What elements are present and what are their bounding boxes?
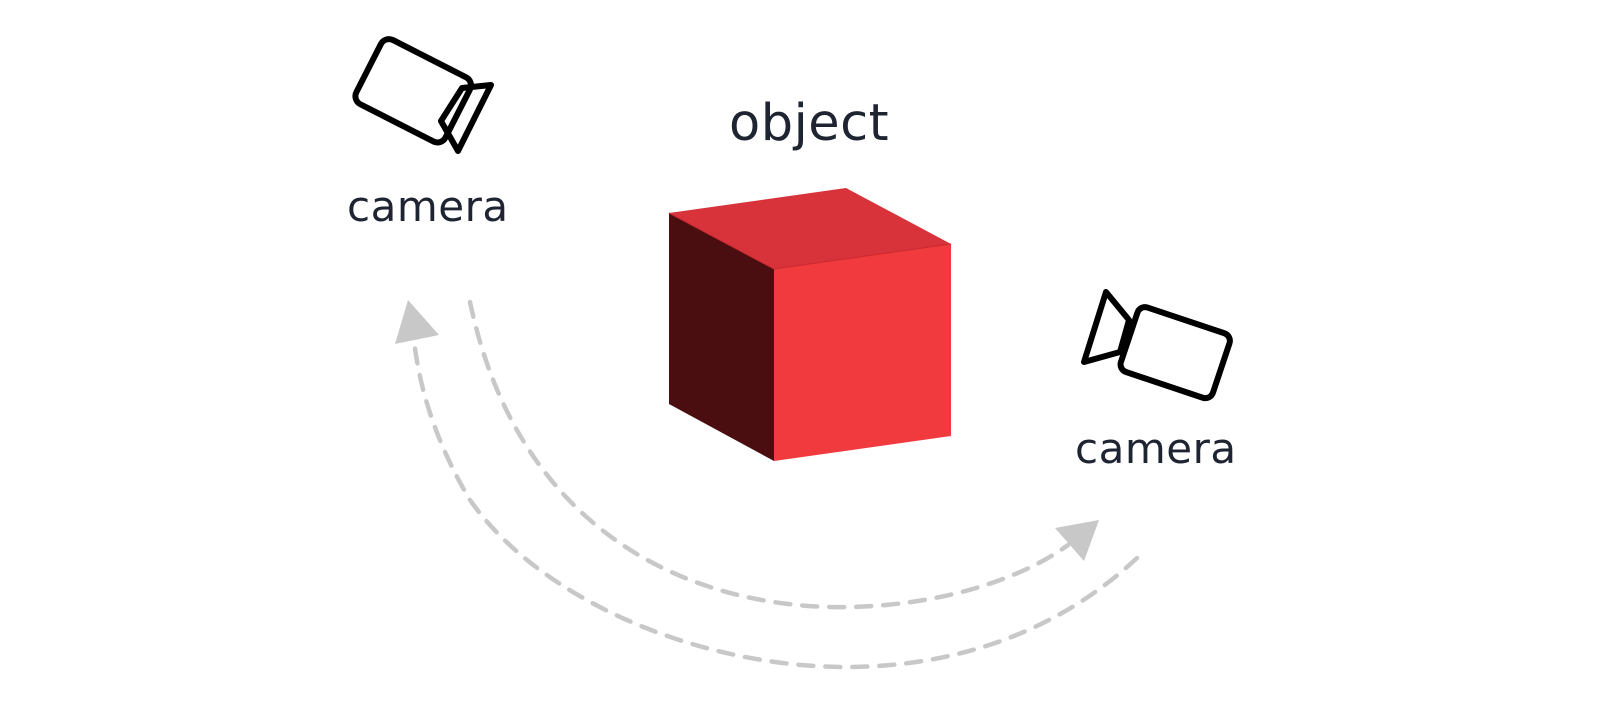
orbit-arrow-inner <box>467 299 1099 610</box>
camera-left-icon <box>352 36 494 154</box>
arrow-head-right <box>1055 520 1099 561</box>
cube-side-face <box>669 213 774 461</box>
camera-right-label: camera <box>1075 424 1237 473</box>
cube-icon <box>668 188 952 461</box>
cube-top-face <box>669 188 951 269</box>
camera-left-label: camera <box>347 182 509 231</box>
cube-front-face <box>774 244 951 461</box>
camera-right-icon <box>1081 289 1233 402</box>
object-label: object <box>729 94 890 153</box>
orbit-arrow-outer <box>395 300 1140 670</box>
arrow-head-left <box>395 300 439 344</box>
